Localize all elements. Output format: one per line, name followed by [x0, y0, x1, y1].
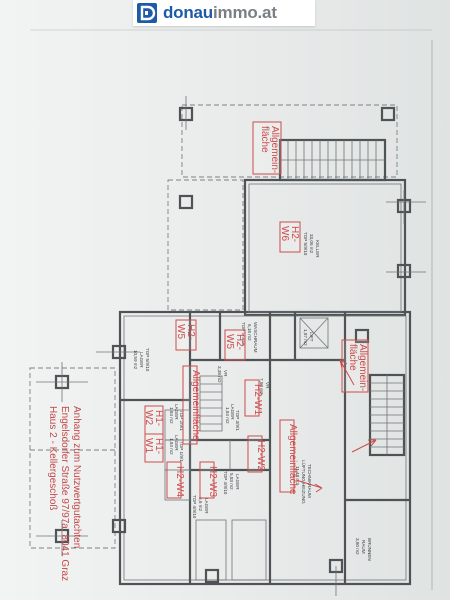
- svg-text:Anhang zum Nutzwertgutachten: Anhang zum Nutzwertgutachten Engelsdorfe…: [47, 406, 82, 584]
- svg-text:LAGER 5,83 m2 TOP: LAGER 5,83 m2 TOP 4/9/10: [223, 471, 240, 495]
- svg-text:H2-W5: H2-W5: [224, 334, 245, 350]
- brand-logo[interactable]: donauimmo.at: [133, 0, 315, 26]
- svg-text:H2-W2: H2-W2: [255, 440, 266, 472]
- svg-text:H2-W6: H2-W6: [279, 226, 300, 242]
- svg-text:H1-W1: H1-W1: [143, 438, 164, 454]
- svg-text:KELLER 33,06 m2 TO: KELLER 33,06 m2 TOP 5/9/10: [303, 232, 320, 259]
- svg-text:VR 3,38 m2: VR 3,38 m2: [217, 366, 228, 383]
- donauimmo-logo-icon: [137, 3, 157, 23]
- svg-text:Allgemeinfläche: Allgemeinfläche: [287, 424, 298, 495]
- svg-text:LIFT 1,87 m2: LIFT 1,87 m2: [303, 329, 314, 346]
- svg-text:H1-W2: H1-W2: [143, 410, 164, 426]
- brand-name: donauimmo.at: [163, 3, 277, 22]
- svg-text:TOP 3/9/1 LAGER 1,: TOP 3/9/1 LAGER 1,84 m2: [225, 404, 240, 432]
- svg-text:TOP 5/9/10 LAGER 1: TOP 5/9/10 LAGER 10,59 m2: [133, 348, 150, 373]
- svg-text:WASCHRAUM 6,18 m2: WASCHRAUM 6,18 m2 TOP 5/9/10: [241, 322, 258, 354]
- svg-text:LAGER 6,6 m2 TOP 4: LAGER 6,6 m2 TOP 4/9/10: [192, 495, 209, 519]
- svg-text:Allgemeinfläche: Allgemeinfläche: [190, 370, 201, 441]
- svg-text:H2-W3: H2-W3: [207, 466, 218, 498]
- svg-text:H2-W5: H2-W5: [175, 324, 196, 340]
- svg-text:Allgemein-fläche: Allgemein-fläche: [259, 126, 280, 173]
- svg-text:H2-W4: H2-W4: [174, 466, 185, 498]
- svg-text:VR 7,50 m2: VR 7,50 m2: [259, 378, 270, 395]
- svg-text:Allgemein-fläche: Allgemein-fläche: [347, 344, 368, 391]
- svg-text:TOP 2/9/1 LAGER 1,: TOP 2/9/1 LAGER 1,84 m2: [169, 404, 184, 432]
- svg-text:BRUNNEN RAUM 3,80: BRUNNEN RAUM 3,80 m2: [355, 538, 372, 562]
- svg-text:TOP 1/9/1 LAGER 1,: TOP 1/9/1 LAGER 1,84 m2: [169, 435, 184, 463]
- red-annotations: Allgemein-fläche H2-W6 H2-W5 H2-W5 Allge…: [143, 121, 377, 499]
- svg-text:H2-W1: H2-W1: [252, 384, 263, 416]
